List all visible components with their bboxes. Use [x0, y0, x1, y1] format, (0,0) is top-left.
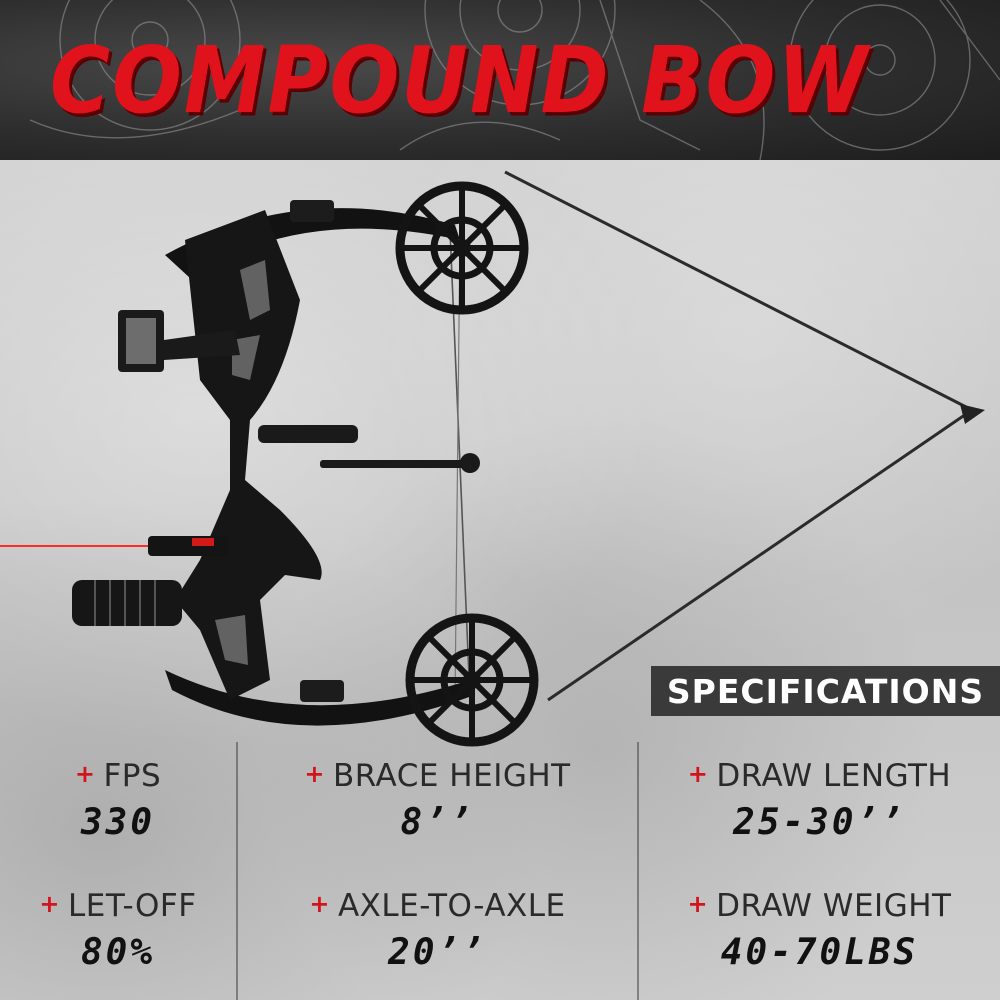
spec-fps: +FPS 330	[74, 758, 162, 843]
page-title: COMPOUND BOW	[50, 28, 870, 135]
spec-let-off: +LET-OFF 80%	[39, 888, 197, 973]
product-area: SPECIFICATIONS +FPS 330 +BRACE HEIGHT 8’…	[0, 160, 1000, 1000]
bow-sight	[118, 310, 240, 372]
spec-draw-length: +DRAW LENGTH 25-30’’	[687, 758, 952, 843]
laser-sight	[148, 536, 228, 556]
bow-sketch-decoration	[29, 0, 1000, 160]
spec-brace-height: +BRACE HEIGHT 8’’	[304, 758, 571, 843]
plus-icon: +	[309, 890, 330, 918]
plus-icon: +	[39, 890, 61, 918]
spec-axle-to-axle: +AXLE-TO-AXLE 20’’	[309, 888, 566, 973]
plus-icon: +	[304, 760, 325, 788]
column-divider	[637, 742, 639, 1000]
plus-icon: +	[74, 760, 96, 788]
plus-icon: +	[687, 760, 709, 788]
plus-icon: +	[687, 890, 709, 918]
spec-draw-weight: +DRAW WEIGHT 40-70LBS	[687, 888, 952, 973]
stabilizer	[72, 580, 182, 626]
bow-riser	[175, 210, 322, 700]
header-banner: COMPOUND BOW	[0, 0, 1000, 160]
specifications-badge: SPECIFICATIONS	[651, 666, 1000, 716]
upper-cam	[395, 181, 529, 315]
arrow-rest	[258, 425, 480, 473]
lower-limb	[165, 670, 472, 726]
column-divider	[236, 742, 238, 1000]
lower-cam	[405, 613, 539, 747]
specifications-label: SPECIFICATIONS	[666, 671, 985, 711]
compound-bow-illustration	[0, 170, 985, 747]
